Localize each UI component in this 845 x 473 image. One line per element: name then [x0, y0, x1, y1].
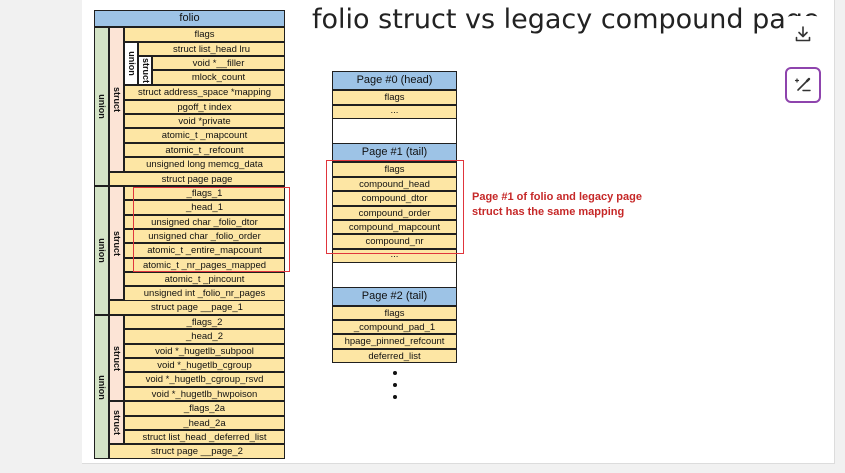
inner-union-label: union: [124, 42, 138, 85]
page1-field-ellipsis: ...: [332, 249, 457, 263]
magic-edit-icon: [794, 77, 811, 92]
page1-field-compound-nr: compound_nr: [332, 234, 457, 249]
folio-field-deferred-list: struct list_head _deferred_list: [124, 430, 285, 444]
page0-field-flags: flags: [332, 90, 457, 105]
page2-field-compound-pad-1: _compound_pad_1: [332, 320, 457, 334]
folio-field-lru: struct list_head lru: [138, 42, 285, 56]
page2-field-flags: flags: [332, 306, 457, 320]
folio-field-flags: flags: [124, 27, 285, 42]
folio-field-head-1: _head_1: [124, 200, 285, 215]
folio-field-hugetlb-subpool: void *_hugetlb_subpool: [124, 344, 285, 358]
union-label-3: union: [94, 315, 109, 459]
folio-highlight-box: [133, 187, 290, 272]
download-button[interactable]: [785, 16, 821, 52]
folio-field-page-1: struct page __page_1: [109, 300, 285, 315]
page2-field-deferred-list: deferred_list: [332, 349, 457, 363]
folio-field-index: pgoff_t index: [124, 100, 285, 114]
folio-header: folio: [94, 10, 285, 27]
folio-field-mlock-count: mlock_count: [152, 70, 285, 85]
page1-page2-gap: [332, 263, 457, 287]
page1-field-flags: flags: [332, 162, 457, 177]
folio-field-head-2: _head_2: [124, 329, 285, 344]
folio-field-page: struct page page: [109, 172, 285, 186]
struct-label-4: struct: [109, 401, 124, 444]
folio-field-filler: void *__filler: [152, 56, 285, 70]
page1-header: Page #1 (tail): [332, 143, 457, 162]
page1-field-compound-order: compound_order: [332, 206, 457, 220]
folio-field-mapping: struct address_space *mapping: [124, 85, 285, 100]
struct-label-1: struct: [109, 27, 124, 172]
union-label-2: union: [94, 186, 109, 315]
union-label-1: union: [94, 27, 109, 186]
struct-label-3: struct: [109, 315, 124, 401]
continuation-dot-2: [393, 383, 397, 387]
page0-page1-gap: [332, 119, 457, 143]
folio-field-hugetlb-cgroup-rsvd: void *_hugetlb_cgroup_rsvd: [124, 372, 285, 387]
folio-field-entire-mapcount: atomic_t _entire_mapcount: [124, 243, 285, 258]
struct-label-2: struct: [109, 186, 124, 300]
folio-field-memcg-data: unsigned long memcg_data: [124, 157, 285, 172]
folio-field-folio-dtor: unsigned char _folio_dtor: [124, 215, 285, 229]
folio-field-hugetlb-cgroup: void *_hugetlb_cgroup: [124, 358, 285, 372]
folio-field-private: void *private: [124, 114, 285, 128]
page1-field-compound-dtor: compound_dtor: [332, 191, 457, 206]
page0-field-ellipsis: ...: [332, 105, 457, 119]
page1-highlight-box: [326, 160, 464, 254]
folio-field-flags-2a: _flags_2a: [124, 401, 285, 416]
folio-field-flags-2: _flags_2: [124, 315, 285, 329]
folio-field-folio-order: unsigned char _folio_order: [124, 229, 285, 243]
inner-struct-label: struct: [138, 56, 152, 85]
folio-field-head-2a: _head_2a: [124, 416, 285, 430]
folio-field-refcount: atomic_t _refcount: [124, 143, 285, 157]
folio-field-hugetlb-hwpoison: void *_hugetlb_hwpoison: [124, 387, 285, 401]
page1-field-compound-head: compound_head: [332, 177, 457, 191]
page0-header: Page #0 (head): [332, 71, 457, 90]
page1-field-compound-mapcount: compound_mapcount: [332, 220, 457, 234]
page2-field-hpage-pinned-refcount: hpage_pinned_refcount: [332, 334, 457, 349]
folio-field-folio-nr-pages: unsigned int _folio_nr_pages: [124, 286, 285, 301]
download-icon: [795, 26, 811, 42]
continuation-dot-3: [393, 395, 397, 399]
folio-field-pincount: atomic_t _pincount: [124, 272, 285, 286]
folio-field-page-2: struct page __page_2: [109, 444, 285, 459]
magic-edit-button[interactable]: [785, 67, 821, 103]
continuation-dot-1: [393, 371, 397, 375]
mapping-annotation: Page #1 of folio and legacy page struct …: [472, 191, 642, 218]
slide-title: folio struct vs legacy compound page: [312, 4, 820, 35]
folio-field-flags-1: _flags_1: [124, 186, 285, 200]
folio-field-mapcount: atomic_t _mapcount: [124, 128, 285, 143]
page2-header: Page #2 (tail): [332, 287, 457, 306]
